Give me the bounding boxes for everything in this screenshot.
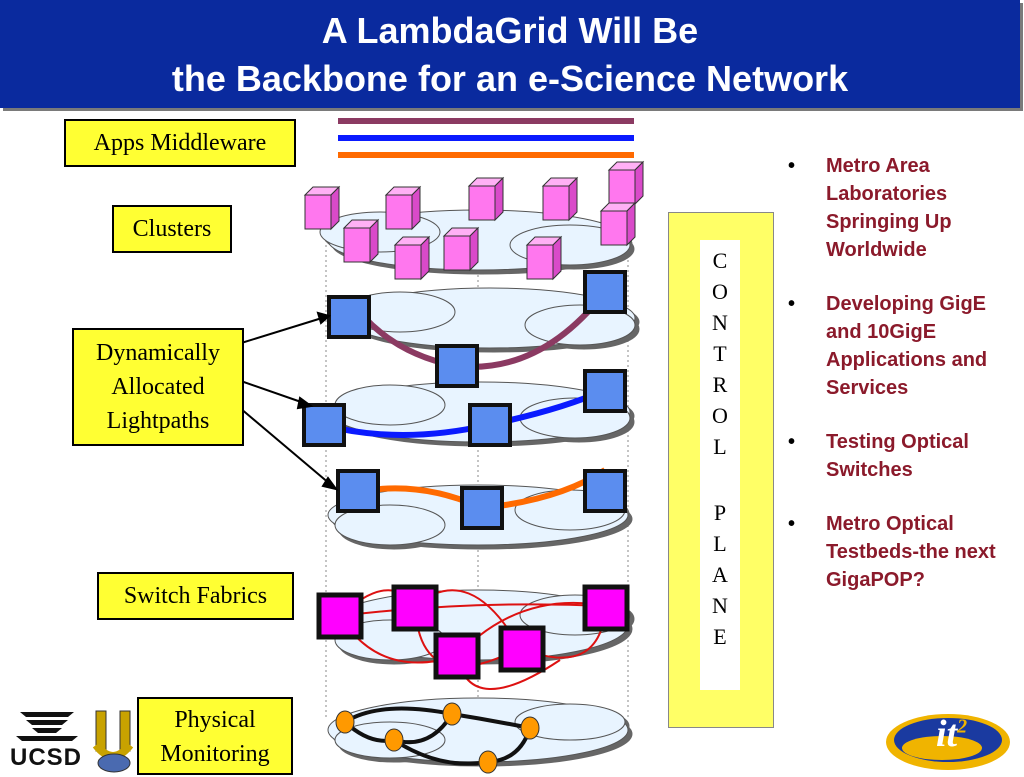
it2-logo: it2 (884, 700, 1014, 774)
clusters-label: Clusters (112, 205, 232, 253)
switch-node (391, 584, 439, 632)
control-plane-letter: L (713, 531, 727, 556)
cluster-cube (525, 235, 563, 281)
cluster-cube (467, 176, 505, 222)
apps-middleware-text: Apps Middleware (93, 130, 267, 156)
ucsd-logo-text: UCSD (10, 744, 83, 771)
control-plane-letter: T (713, 341, 727, 366)
control-plane-letter: N (712, 593, 728, 618)
control-plane-letter: O (712, 279, 728, 304)
physical-text-1: Physical (174, 707, 256, 733)
it2-logo-sup: 2 (957, 715, 968, 738)
control-plane-letter: R (712, 372, 728, 397)
it2-logo-main: it (936, 713, 958, 755)
clusters-text: Clusters (132, 216, 212, 242)
physical-monitoring-label: Physical Monitoring (137, 697, 293, 775)
cluster-cube (599, 201, 637, 247)
dynamic-text-1: Dynamically (96, 340, 220, 366)
cluster-cubes (303, 160, 645, 281)
cluster-cube (384, 185, 422, 231)
bullet-list: Metro Area Laboratories Springing Up Wor… (782, 152, 1017, 620)
cluster-cube (442, 226, 480, 272)
control-plane-letter: O (712, 403, 728, 428)
lightpath-node (583, 270, 627, 314)
vertical-guides (325, 200, 629, 720)
title-bar: A LambdaGrid Will Be the Backbone for an… (0, 0, 1020, 108)
control-plane-letter: N (712, 310, 728, 335)
bullet-item: Developing GigE and 10GigE Applications … (782, 290, 1017, 402)
lightpath-node (468, 403, 512, 447)
bullet-item: Testing Optical Switches (782, 428, 1017, 484)
title-line-2: the Backbone for an e-Science Network (171, 58, 849, 99)
dynamic-text-2: Allocated (111, 374, 205, 400)
switch-fabrics-text: Switch Fabrics (123, 583, 268, 609)
apps-middleware-label: Apps Middleware (64, 119, 296, 167)
uc-seal-emblem (92, 710, 134, 773)
it2-logo-text: it2 (936, 712, 967, 756)
lightpath-node (583, 369, 627, 413)
lightpath-node (327, 295, 371, 339)
cluster-cube (393, 235, 431, 281)
bullet-item: Metro Optical Testbeds-the next GigaPOP? (782, 510, 1017, 594)
cloud-layer-physical (327, 697, 629, 763)
cluster-cube (342, 218, 380, 264)
control-plane-letter: C (712, 248, 728, 273)
control-plane-letter: L (713, 434, 727, 459)
cluster-cube (303, 185, 341, 231)
physical-text-2: Monitoring (160, 741, 270, 767)
switch-node (316, 592, 364, 640)
title-line-1: A LambdaGrid Will Be (321, 10, 699, 51)
switch-node (433, 632, 481, 680)
switch-fabrics-label: Switch Fabrics (97, 572, 294, 620)
lightpath-node (435, 344, 479, 388)
switch-node (498, 625, 546, 673)
lightpath-node (583, 469, 627, 513)
switch-node (582, 584, 630, 632)
control-plane-letter: E (713, 624, 727, 649)
ucsd-logo-mark (16, 712, 78, 741)
control-plane-inner (700, 240, 740, 690)
lightpath-node (460, 486, 504, 530)
cluster-cube (541, 176, 579, 222)
control-plane-letter: P (713, 500, 727, 525)
control-plane-letter: A (712, 562, 728, 587)
ucsd-logo: UCSD (8, 708, 88, 774)
it2-logo-mark (886, 714, 1010, 770)
switch-nodes (316, 584, 630, 680)
dynamic-lightpaths-label: Dynamically Allocated Lightpaths (72, 328, 244, 446)
lightpath-node (336, 469, 380, 513)
physical-nodes (335, 702, 540, 774)
cluster-cube (607, 160, 645, 206)
dynamic-text-3: Lightpaths (106, 408, 210, 434)
bullet-item: Metro Area Laboratories Springing Up Wor… (782, 152, 1017, 264)
lightpath-node (302, 403, 346, 447)
lightpath-arrows (237, 311, 339, 491)
lightpath-nodes (302, 270, 627, 530)
